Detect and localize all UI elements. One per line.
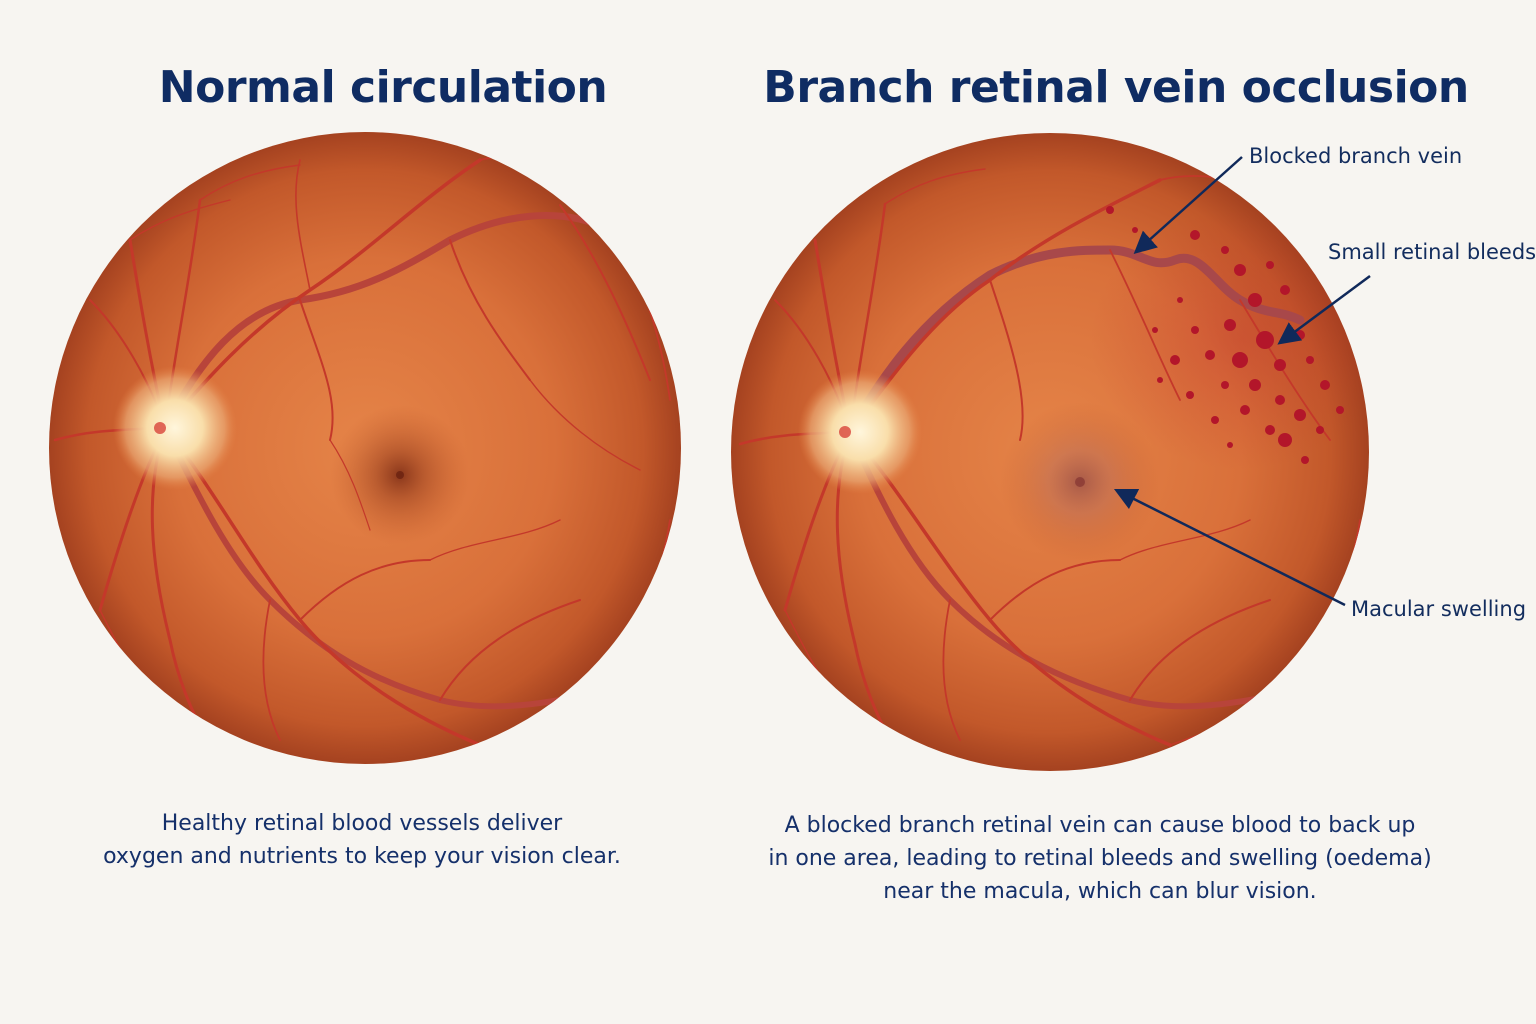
caption-line: oxygen and nutrients to keep your vision… <box>103 844 621 869</box>
optic-disc-left <box>113 366 237 490</box>
optic-disc-right <box>798 370 922 494</box>
blocked-vein-callout: Blocked branch vein <box>1249 144 1463 168</box>
caption-line: A blocked branch retinal vein can cause … <box>784 813 1416 838</box>
retinal-hemorrhages <box>1106 206 1344 464</box>
caption-line: near the macula, which can blur vision. <box>883 879 1317 904</box>
normal-circulation-caption: Healthy retinal blood vessels deliver ox… <box>103 807 621 873</box>
brvo-retina <box>731 133 1371 771</box>
brvo-title: Branch retinal vein occlusion <box>763 62 1469 113</box>
blocked-vein-arrow <box>1133 156 1243 255</box>
caption-line: in one area, leading to retinal bleeds a… <box>768 846 1432 871</box>
caption-line: Healthy retinal blood vessels deliver <box>161 811 563 836</box>
normal-retina <box>49 132 681 764</box>
normal-circulation-title: Normal circulation <box>158 62 608 113</box>
bleeds-arrow <box>1277 274 1371 345</box>
brvo-caption: A blocked branch retinal vein can cause … <box>768 809 1431 908</box>
macular-swelling-arrow <box>1113 488 1346 607</box>
macular-swelling-callout: Macular swelling <box>1351 597 1527 621</box>
retinal-bleeds-callout: Small retinal bleeds <box>1328 240 1536 264</box>
